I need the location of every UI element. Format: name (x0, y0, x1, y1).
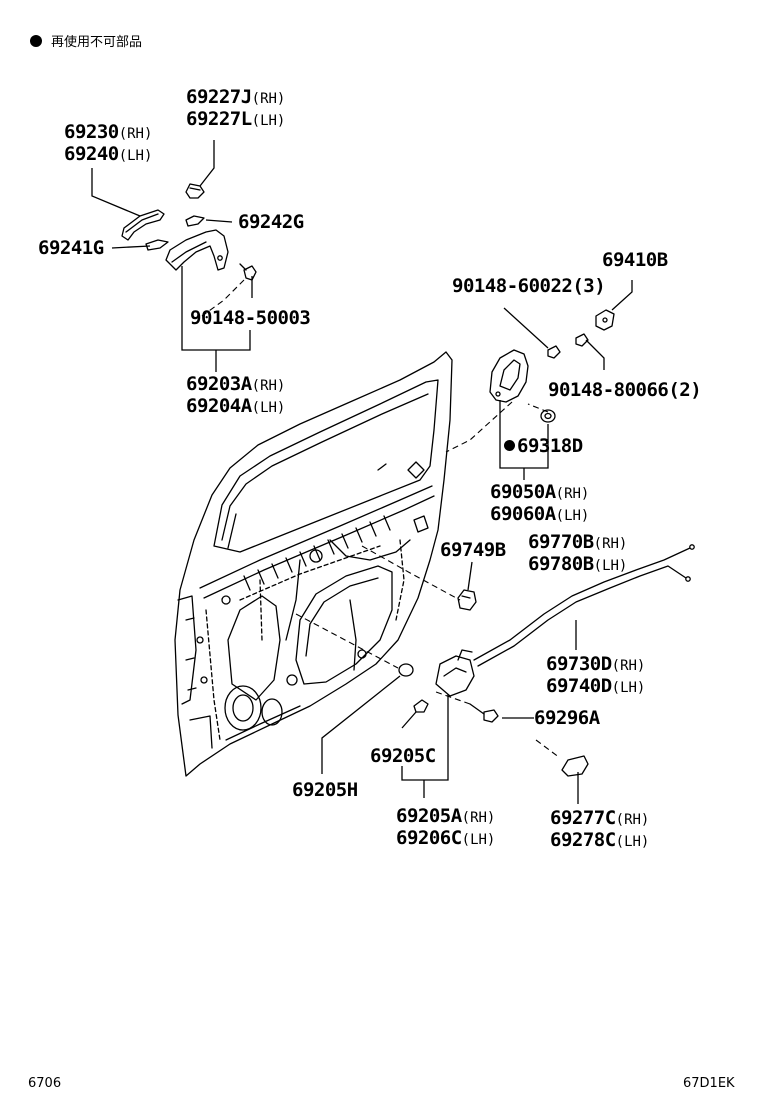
control-cable (473, 544, 695, 667)
legend-note-text: 再使用不可部品 (51, 35, 143, 50)
non-reusable-bullet-icon (30, 35, 42, 47)
label-69050A-69060A: 69050A(RH) 69060A(LH) (490, 481, 590, 525)
dashed-assembly-lines (201, 279, 561, 759)
screw-90148-50003 (239, 263, 257, 281)
label-69749B: 69749B (440, 539, 506, 561)
label-69241G: 69241G (38, 237, 104, 259)
label-69203A-69204A: 69203A(RH) 69204A(LH) (186, 373, 286, 417)
figure-code: 67D1EK (683, 1076, 735, 1091)
leader-lines (91, 140, 633, 804)
label-69410B: 69410B (602, 249, 668, 271)
washer-69205H (398, 663, 414, 677)
bolt-69205C (413, 699, 429, 713)
bezel-69410B (595, 309, 615, 331)
outside-handle-part (121, 209, 165, 241)
lock-cover-69277C (561, 755, 589, 777)
label-69205A-69206C: 69205A(RH) 69206C(LH) (396, 805, 496, 849)
label-69730D-69740D: 69730D(RH) 69740D(LH) (546, 653, 646, 697)
label-90148-60022: 90148-60022(3) (452, 275, 606, 297)
door-lock-assembly (435, 649, 475, 697)
label-90148-80066: 90148-80066(2) (548, 379, 702, 401)
pad-69242G (185, 215, 205, 227)
screw-90148-80066 (575, 333, 589, 347)
inside-handle-part (489, 349, 529, 403)
page-code: 6706 (28, 1076, 62, 1091)
label-69230-69240: 69230(RH) 69240(LH) (64, 121, 153, 165)
label-69227J-69227L: 69227J(RH) 69227L(LH) (186, 86, 286, 130)
label-90148-50003: 90148-50003 (190, 307, 311, 329)
label-69318D: 69318D (504, 436, 583, 456)
rear-door-illustration (174, 351, 453, 777)
screw-90148-60022 (547, 345, 561, 359)
label-69770B-69780B: 69770B(RH) 69780B(LH) (528, 531, 628, 575)
label-69296A: 69296A (534, 707, 600, 729)
grommet-69318D (540, 409, 556, 423)
label-69242G: 69242G (238, 211, 304, 233)
pad-69241G (145, 239, 169, 251)
clip-69749B (457, 589, 477, 611)
label-69205H: 69205H (292, 779, 358, 801)
screw-69296A (469, 703, 499, 723)
handle-frame-part (165, 229, 229, 271)
label-69205C: 69205C (370, 745, 436, 767)
non-reusable-marker-icon (504, 440, 515, 451)
legend-note: 再使用不可部品 (30, 31, 142, 50)
key-cylinder-part (185, 183, 205, 199)
label-69277C-69278C: 69277C(RH) 69278C(LH) (550, 807, 650, 851)
